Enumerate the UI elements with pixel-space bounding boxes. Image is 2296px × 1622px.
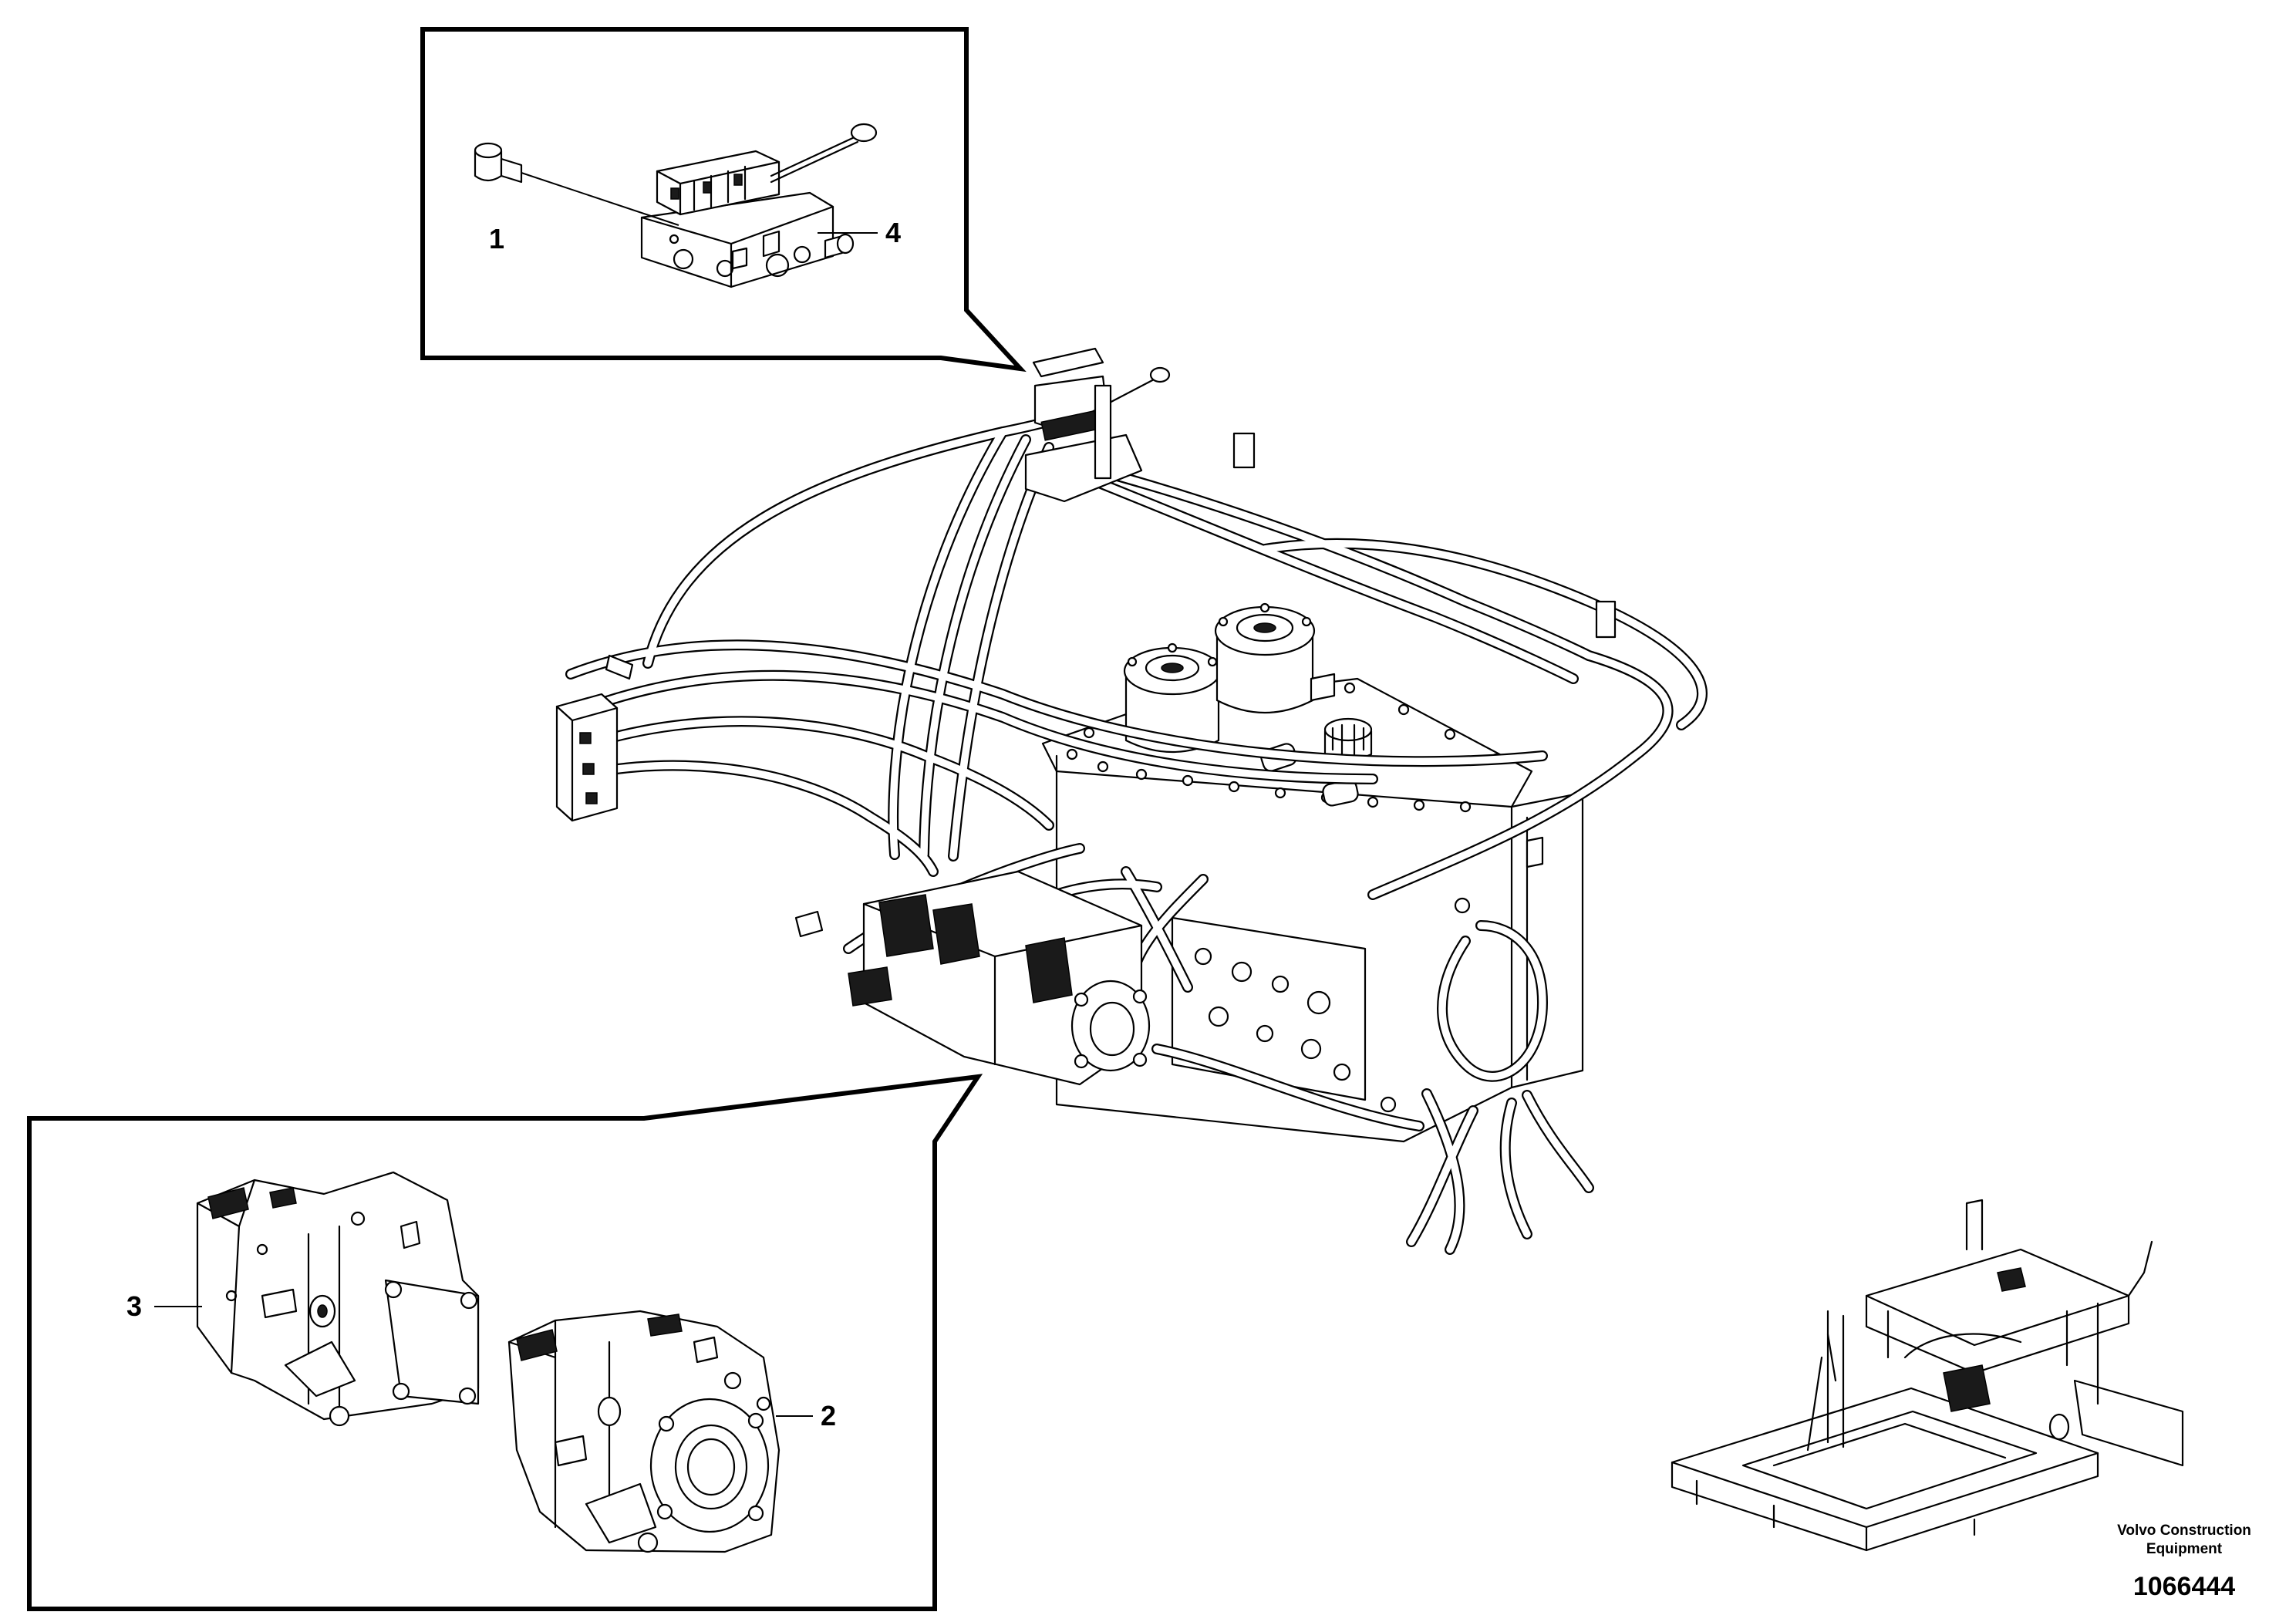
single-pump-part-2[interactable] — [507, 1310, 781, 1553]
filter-housing-right — [1214, 602, 1336, 714]
detail-frame-pumps — [27, 1074, 983, 1611]
side-manifold — [1171, 916, 1367, 1101]
cap-part — [474, 142, 523, 184]
detail-frame-valve — [420, 27, 1027, 373]
document-number: 1066444 — [2133, 1572, 2235, 1601]
valve-block-installed — [1024, 347, 1617, 639]
pump-group-installed — [794, 870, 1151, 1086]
brand-line-1: Volvo Construction — [2117, 1523, 2251, 1539]
brand-line-2: Equipment — [2146, 1541, 2223, 1557]
callout-2: 2 — [821, 1400, 836, 1431]
callout-3: 3 — [126, 1290, 142, 1322]
left-fitting-block — [555, 654, 634, 822]
main-hydraulic-assembly[interactable] — [555, 347, 1708, 1255]
machine-locator-thumbnail — [1671, 1199, 2184, 1552]
callout-4: 4 — [885, 217, 901, 248]
callout-1: 1 — [489, 223, 504, 255]
valve-block-detail[interactable] — [474, 123, 878, 288]
tandem-pump-part-3[interactable] — [196, 1171, 480, 1427]
